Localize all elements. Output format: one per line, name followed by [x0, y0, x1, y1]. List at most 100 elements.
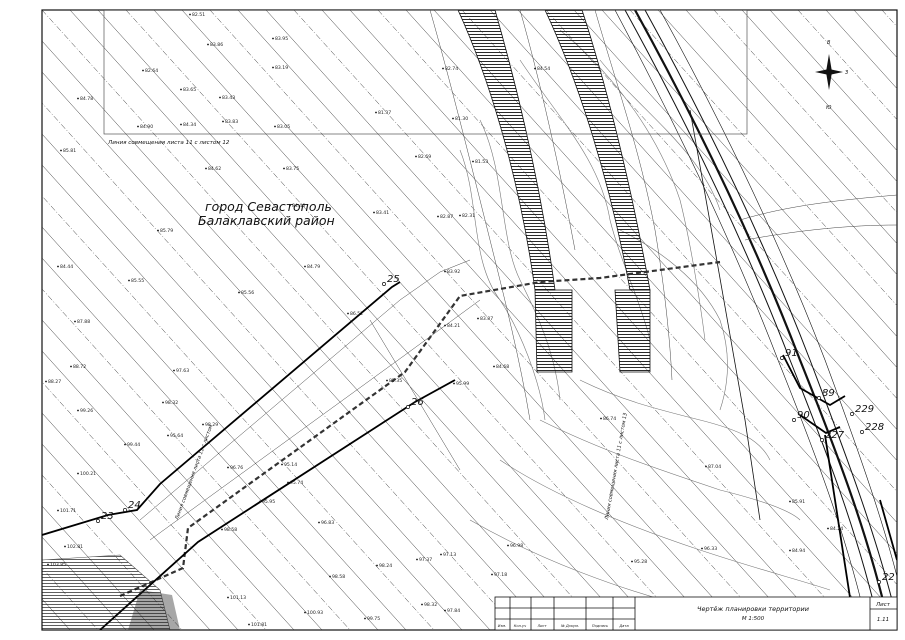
elevation-label: 97.84	[447, 608, 460, 614]
elevation-label: 96.33	[704, 546, 717, 552]
elevation-dot	[227, 596, 229, 599]
elevation-label: 84.62	[208, 166, 221, 172]
elevation-label: 98.24	[379, 563, 392, 569]
elevation-label: 81.37	[378, 110, 391, 116]
elevation-dot	[304, 265, 306, 268]
elevation-dot	[304, 611, 306, 614]
hatched-area	[42, 554, 171, 630]
elevation-label: 98.58	[224, 527, 237, 533]
elevation-dot	[128, 279, 130, 282]
boundary-point-number: 24	[128, 500, 141, 511]
boundary-point-number: 227	[825, 430, 845, 441]
sheet-frame	[41, 9, 898, 631]
elevation-label: 98.58	[332, 574, 345, 580]
title-block	[494, 596, 898, 631]
elevation-label: 83.92	[447, 269, 460, 275]
elevation-label: 83.05	[277, 124, 290, 130]
elevation-label: 83.75	[286, 166, 299, 172]
elevation-label: 82.51	[192, 12, 205, 18]
elevation-label: 97.18	[494, 572, 507, 578]
district-label: Балаклавский район	[198, 213, 335, 228]
elevation-dot	[47, 563, 49, 566]
elevation-label: 82.69	[418, 154, 431, 160]
elevation-dot	[142, 69, 144, 72]
elevation-dot	[452, 117, 454, 120]
elevation-dot	[57, 509, 59, 512]
elevation-label: 95.74	[290, 480, 303, 486]
title-block-title: Чертёж планировки территории	[697, 605, 809, 613]
elevation-dot	[207, 43, 209, 46]
elevation-dot	[180, 88, 182, 91]
elevation-label: 100.93	[307, 610, 323, 616]
boundary-point-number: 91	[785, 348, 798, 359]
elevation-dot	[373, 211, 375, 214]
boundary-point-marker	[860, 430, 864, 434]
north-letter: В	[827, 40, 831, 46]
elevation-label: 96.83	[321, 520, 334, 526]
elevation-label: 95.14	[284, 462, 297, 468]
elevation-label: 98.29	[205, 422, 218, 428]
elevation-dot	[272, 66, 274, 69]
elevation-dot	[238, 291, 240, 294]
elevation-label: 95.64	[170, 433, 183, 439]
elevation-label: 103.85	[50, 562, 66, 568]
elevation-dot	[444, 270, 446, 273]
elevation-dot	[274, 125, 276, 128]
elevation-dot	[789, 549, 791, 552]
elevation-label: 88.72	[73, 364, 86, 370]
boundary-point-marker	[792, 418, 796, 422]
south-letter: Ю	[826, 105, 832, 111]
elevation-dot	[77, 472, 79, 475]
title-block-column-header: Подпись	[592, 624, 608, 628]
east-letter: З	[845, 70, 849, 76]
elevation-label: 82.87	[440, 214, 453, 220]
elevation-label: 88.27	[48, 379, 61, 385]
elevation-dot	[440, 553, 442, 556]
elevation-label: 96.98	[510, 543, 523, 549]
elevation-dot	[477, 317, 479, 320]
elevation-dot	[157, 229, 159, 232]
elevation-label: 101.13	[230, 595, 246, 601]
elevation-dot	[631, 560, 633, 563]
elevation-dot	[386, 379, 388, 382]
north-arrow-icon: В Ю З	[815, 40, 849, 111]
elevation-label: 99.26	[80, 408, 93, 414]
boundary-point-number: 26	[411, 397, 424, 408]
elevation-dot	[318, 521, 320, 524]
elevation-dot	[600, 417, 602, 420]
elevation-dot	[472, 160, 474, 163]
elevation-dot	[45, 380, 47, 383]
elevation-dot	[57, 265, 59, 268]
elevation-label: 95.28	[634, 559, 647, 565]
elevation-dot	[453, 382, 455, 385]
boundary-point-marker	[382, 282, 386, 286]
sheet-label: Лист	[875, 602, 891, 608]
elevation-dot	[507, 544, 509, 547]
elevation-dot	[534, 67, 536, 70]
terrain-contour-lines	[42, 10, 897, 630]
boundary-point-marker	[96, 519, 100, 523]
elevation-label: 84.90	[140, 124, 153, 130]
elevation-dot	[124, 443, 126, 446]
elevation-dot	[493, 365, 495, 368]
elevation-marks: 82.5183.8683.9583.1982.6483.6583.4384.78…	[45, 12, 843, 628]
elevation-label: 96.76	[230, 465, 243, 471]
elevation-label: 87.88	[77, 319, 90, 325]
boundary-point-number: 89	[822, 388, 835, 399]
elevation-dot	[281, 463, 283, 466]
elevation-label: 83.43	[222, 95, 235, 101]
elevation-dot	[202, 423, 204, 426]
planned-boundary	[119, 260, 721, 598]
elevation-label: 101.81	[251, 622, 267, 628]
title-block-column-header: Лист	[536, 624, 547, 628]
title-block-column-header: Дата	[618, 624, 628, 628]
elevation-label: 82.74	[445, 66, 458, 72]
city-label: город Севастополь	[205, 199, 332, 214]
elevation-dot	[227, 466, 229, 469]
title-block-column-header: Кол.уч	[514, 624, 526, 628]
elevation-dot	[442, 67, 444, 70]
boundary-point-marker	[123, 508, 127, 512]
boundary-point-number: 22	[882, 572, 895, 583]
elevation-label: 95.95	[262, 499, 275, 505]
elevation-label: 99.44	[127, 442, 140, 448]
